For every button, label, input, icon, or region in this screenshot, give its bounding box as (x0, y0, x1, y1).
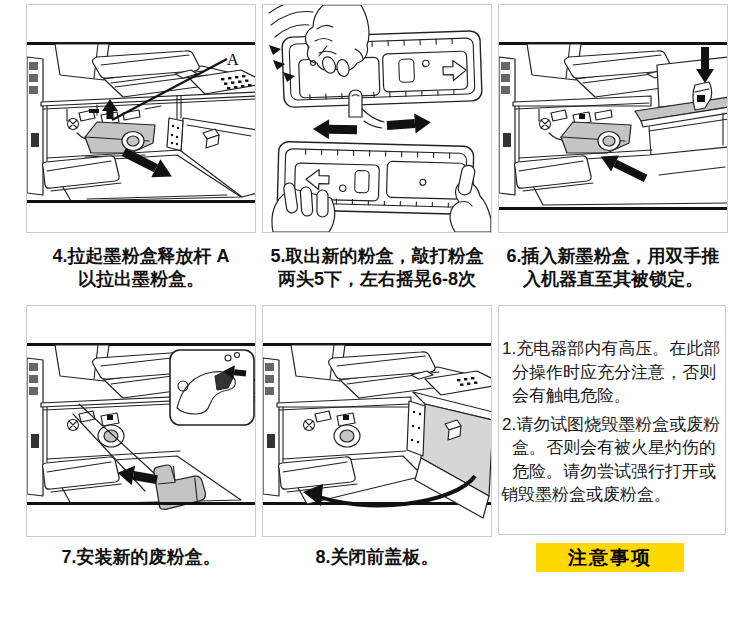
copier-close-cover-illustration (263, 306, 491, 536)
panel-step-8 (262, 305, 492, 537)
note-line: 销毁墨粉盒或废粉盒。 (501, 483, 723, 507)
copier-insert-toner-illustration (499, 5, 727, 232)
cartridge-tap-shake-illustration (263, 5, 491, 232)
caption-step-8: 8.关闭前盖板。 (262, 546, 492, 569)
caption-step-6: 6.插入新墨粉盒，用双手推入机器直至其被锁定。 (498, 245, 728, 291)
panel-notes: 1.充电器部内有高压。在此部 分操作时应充分注意，否则 会有触电危险。 2.请勿… (498, 305, 726, 535)
note-line: 2.请勿试图烧毁墨粉盒或废粉 (502, 413, 723, 437)
note-line: 盒。否则会有被火星灼伤的 (502, 436, 723, 460)
pointer-label-a: A (227, 51, 239, 69)
panel-step-6 (498, 4, 728, 233)
caption-step-7: 7.安装新的废粉盒。 (26, 546, 256, 569)
panel-step-5 (262, 4, 492, 233)
note-line: 分操作时应充分注意，否则 (502, 361, 723, 385)
notice-badge: 注意事项 (536, 543, 684, 572)
panel-step-7 (26, 305, 256, 537)
note-line: 会有触电危险。 (502, 384, 723, 408)
copier-pull-toner-illustration (27, 5, 255, 232)
note-line: 1.充电器部内有高压。在此部 (502, 337, 723, 361)
copier-install-waste-box-illustration (27, 306, 255, 536)
panel-step-4: A (26, 4, 256, 233)
caption-step-4: 4.拉起墨粉盒释放杆 A以拉出墨粉盒。 (26, 245, 256, 291)
caption-step-5: 5.取出新的粉盒，敲打粉盒两头5下，左右摇晃6-8次 (262, 245, 492, 291)
note-line: 危险。请勿尝试强行打开或 (502, 460, 723, 484)
